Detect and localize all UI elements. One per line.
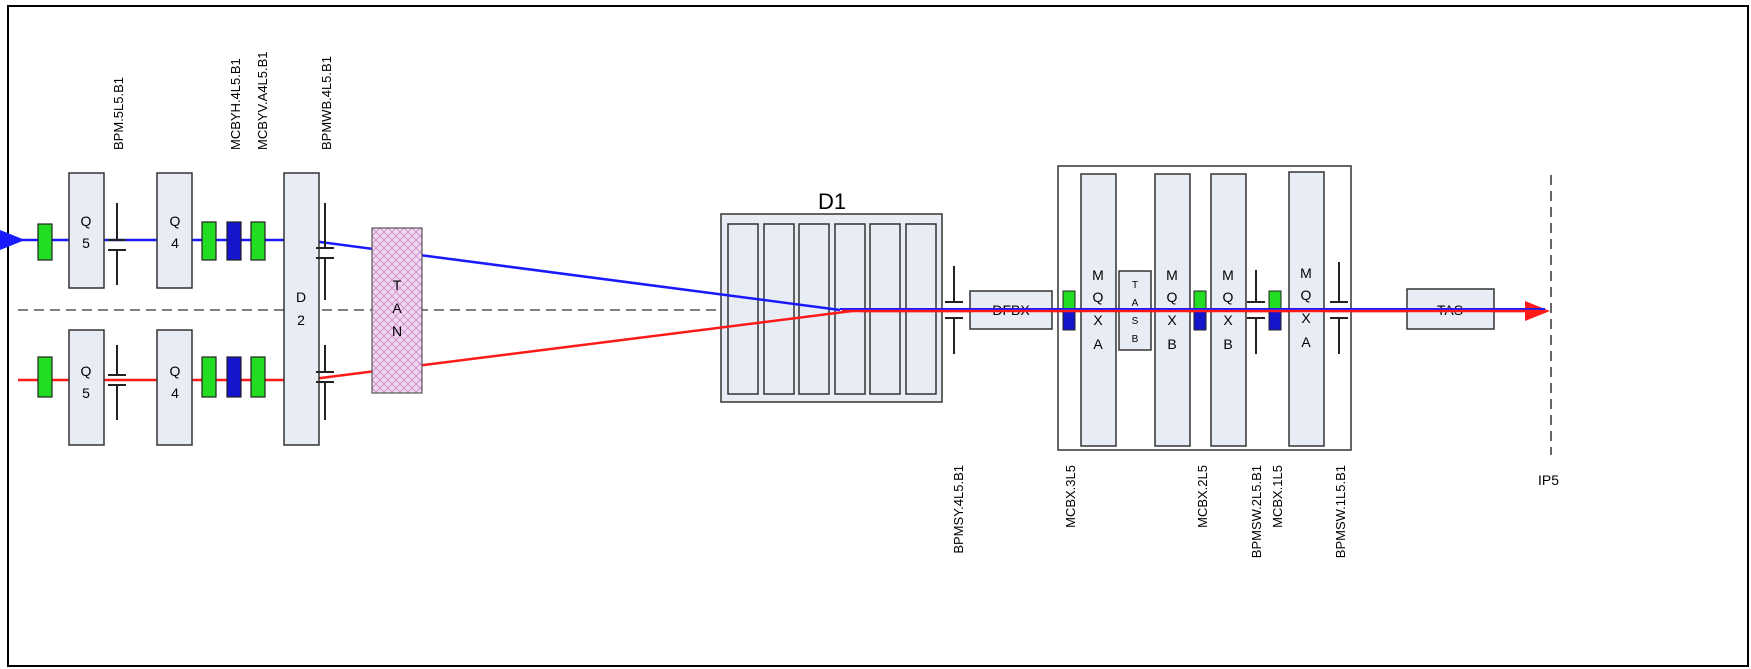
d2-label-1: D [296, 289, 306, 305]
tasb-label-4: B [1132, 334, 1139, 345]
mqxa-1-label-2: Q [1093, 289, 1104, 305]
q5-top-magnet [68, 172, 105, 289]
q4-top-magnet [156, 172, 193, 289]
corrector-green [201, 221, 217, 261]
label-mcbx-3l5: MCBX.3L5 [1063, 465, 1078, 528]
q4-top-label-1: Q [170, 213, 181, 229]
q4-bottom-label-1: Q [170, 363, 181, 379]
tasb-label-1: T [1132, 280, 1138, 291]
mqxb-1-label-2: Q [1167, 289, 1178, 305]
mqxa-2-label-4: A [1301, 334, 1311, 350]
mqxa-1-label-1: M [1092, 267, 1104, 283]
q4-top-label-2: 4 [171, 235, 179, 251]
label-mcbyh-4l5: MCBYH.4L5.B1 [228, 58, 243, 150]
corrector-blue [226, 221, 242, 261]
d1-label: D1 [818, 189, 846, 214]
corrector-green [37, 356, 53, 398]
corrector-green [37, 223, 53, 261]
mqxb-2-label-2: Q [1223, 289, 1234, 305]
q5-bottom-label-2: 5 [82, 385, 90, 401]
mqxa-2-label-1: M [1300, 265, 1312, 281]
tan-label-3: N [392, 323, 402, 339]
mqxb-2-label-4: B [1223, 336, 1232, 352]
mqxb-1-label-4: B [1167, 336, 1176, 352]
mqxb-1-label-1: M [1166, 267, 1178, 283]
corrector-mcbx3-green [1062, 290, 1076, 311]
tasb-label-3: S [1132, 316, 1139, 327]
mqxb-1-label-3: X [1167, 312, 1177, 328]
mqxb-2-label-3: X [1223, 312, 1233, 328]
label-bpmwb-4l5: BPMWB.4L5.B1 [319, 56, 334, 150]
mqxa-2-label-2: Q [1301, 287, 1312, 303]
corrector-mcbx2-blue [1193, 309, 1207, 331]
q4-bottom-label-2: 4 [171, 385, 179, 401]
mqxa-2-label-3: X [1301, 310, 1311, 326]
q5-top-label-2: 5 [82, 235, 90, 251]
d2-magnet [283, 172, 320, 446]
beam1-blue-line [0, 230, 841, 312]
q5-bottom-magnet [68, 329, 105, 446]
q5-top-label-1: Q [81, 213, 92, 229]
corrector-green [250, 221, 266, 261]
label-mcbx-1l5: MCBX.1L5 [1270, 465, 1285, 528]
d1-segment [763, 223, 795, 395]
corrector-blue [226, 356, 242, 398]
label-mcbyv-a4l5: MCBYV.A4L5.B1 [255, 51, 270, 150]
label-bpmsw-1l5: BPMSW.1L5.B1 [1333, 465, 1348, 558]
tan-absorber [371, 227, 423, 394]
tan-label-2: A [392, 300, 402, 316]
corrector-green [201, 356, 217, 398]
corrector-mcbx1-blue [1268, 309, 1282, 331]
q4-bottom-magnet [156, 329, 193, 446]
mqxb-2-label-1: M [1222, 267, 1234, 283]
d2-label-2: 2 [297, 312, 305, 328]
corrector-mcbx3-blue [1062, 309, 1076, 331]
outer-border [7, 5, 1749, 667]
mqxa-1-label-4: A [1093, 336, 1103, 352]
corrector-mcbx2-green [1193, 290, 1207, 311]
q5-bottom-label-1: Q [81, 363, 92, 379]
bpm-symbols [108, 203, 1348, 420]
tasb-label-2: A [1132, 298, 1139, 309]
mqxa-1-label-3: X [1093, 312, 1103, 328]
label-bpmsw-2l5: BPMSW.2L5.B1 [1249, 465, 1264, 558]
label-bpmsy-4l5: BPMSY.4L5.B1 [951, 465, 966, 554]
label-bpm-5l5: BPM.5L5.B1 [111, 77, 126, 150]
tan-label-1: T [393, 277, 402, 293]
label-ip5: IP5 [1538, 472, 1559, 488]
d1-segment [727, 223, 759, 395]
label-mcbx-2l5: MCBX.2L5 [1195, 465, 1210, 528]
corrector-green [250, 356, 266, 398]
corrector-mcbx1-green [1268, 290, 1282, 311]
